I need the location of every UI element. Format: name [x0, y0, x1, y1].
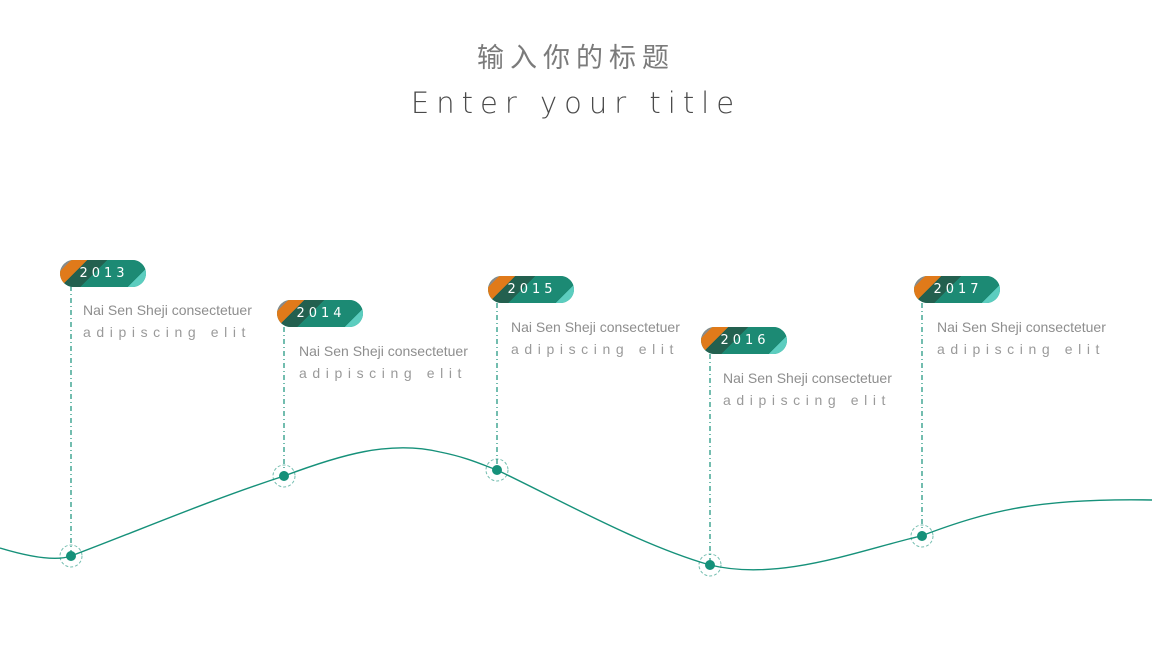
- description-2014: Nai Sen Sheji consectetuer adipiscing el…: [299, 340, 499, 384]
- year-badge-2015: 2015: [488, 276, 574, 303]
- description-line-2: adipiscing elit: [511, 341, 680, 357]
- description-2015: Nai Sen Sheji consectetuer adipiscing el…: [511, 316, 711, 360]
- year-label: 2014: [296, 306, 346, 321]
- wave-curve: [0, 447, 1152, 571]
- description-2016: Nai Sen Sheji consectetuer adipiscing el…: [723, 367, 923, 411]
- description-2013: Nai Sen Sheji consectetuer adipiscing el…: [83, 299, 283, 343]
- description-line-2: adipiscing elit: [299, 365, 468, 381]
- description-2017: Nai Sen Sheji consectetuer adipiscing el…: [937, 316, 1137, 360]
- node-2015: [485, 458, 509, 482]
- year-badge-2014: 2014: [277, 300, 363, 327]
- badge-stripes: [277, 300, 363, 327]
- description-line-1: Nai Sen Sheji consectetuer: [83, 302, 252, 318]
- year-label: 2015: [507, 282, 557, 297]
- description-line-1: Nai Sen Sheji consectetuer: [511, 319, 680, 335]
- description-line-2: adipiscing elit: [83, 324, 252, 340]
- description-line-2: adipiscing elit: [937, 341, 1106, 357]
- year-label: 2017: [933, 282, 983, 297]
- node-2017: [910, 524, 934, 548]
- node-2013: [59, 544, 83, 568]
- title-chinese: 输入你的标题: [477, 43, 675, 74]
- badge-stripes: [488, 276, 574, 303]
- node-2014: [272, 464, 296, 488]
- year-badge-2017: 2017: [914, 276, 1000, 303]
- title-english: Enter your title: [410, 86, 742, 120]
- year-label: 2013: [79, 266, 129, 281]
- year-label: 2016: [720, 333, 770, 348]
- badge-stripes: [914, 276, 1000, 303]
- description-line-1: Nai Sen Sheji consectetuer: [299, 343, 468, 359]
- description-line-1: Nai Sen Sheji consectetuer: [723, 370, 892, 386]
- badge-stripes: [60, 260, 146, 287]
- description-line-1: Nai Sen Sheji consectetuer: [937, 319, 1106, 335]
- node-2016: [698, 553, 722, 577]
- description-line-2: adipiscing elit: [723, 392, 892, 408]
- year-badge-2016: 2016: [701, 327, 787, 354]
- year-badge-2013: 2013: [60, 260, 146, 287]
- badge-stripes: [701, 327, 787, 354]
